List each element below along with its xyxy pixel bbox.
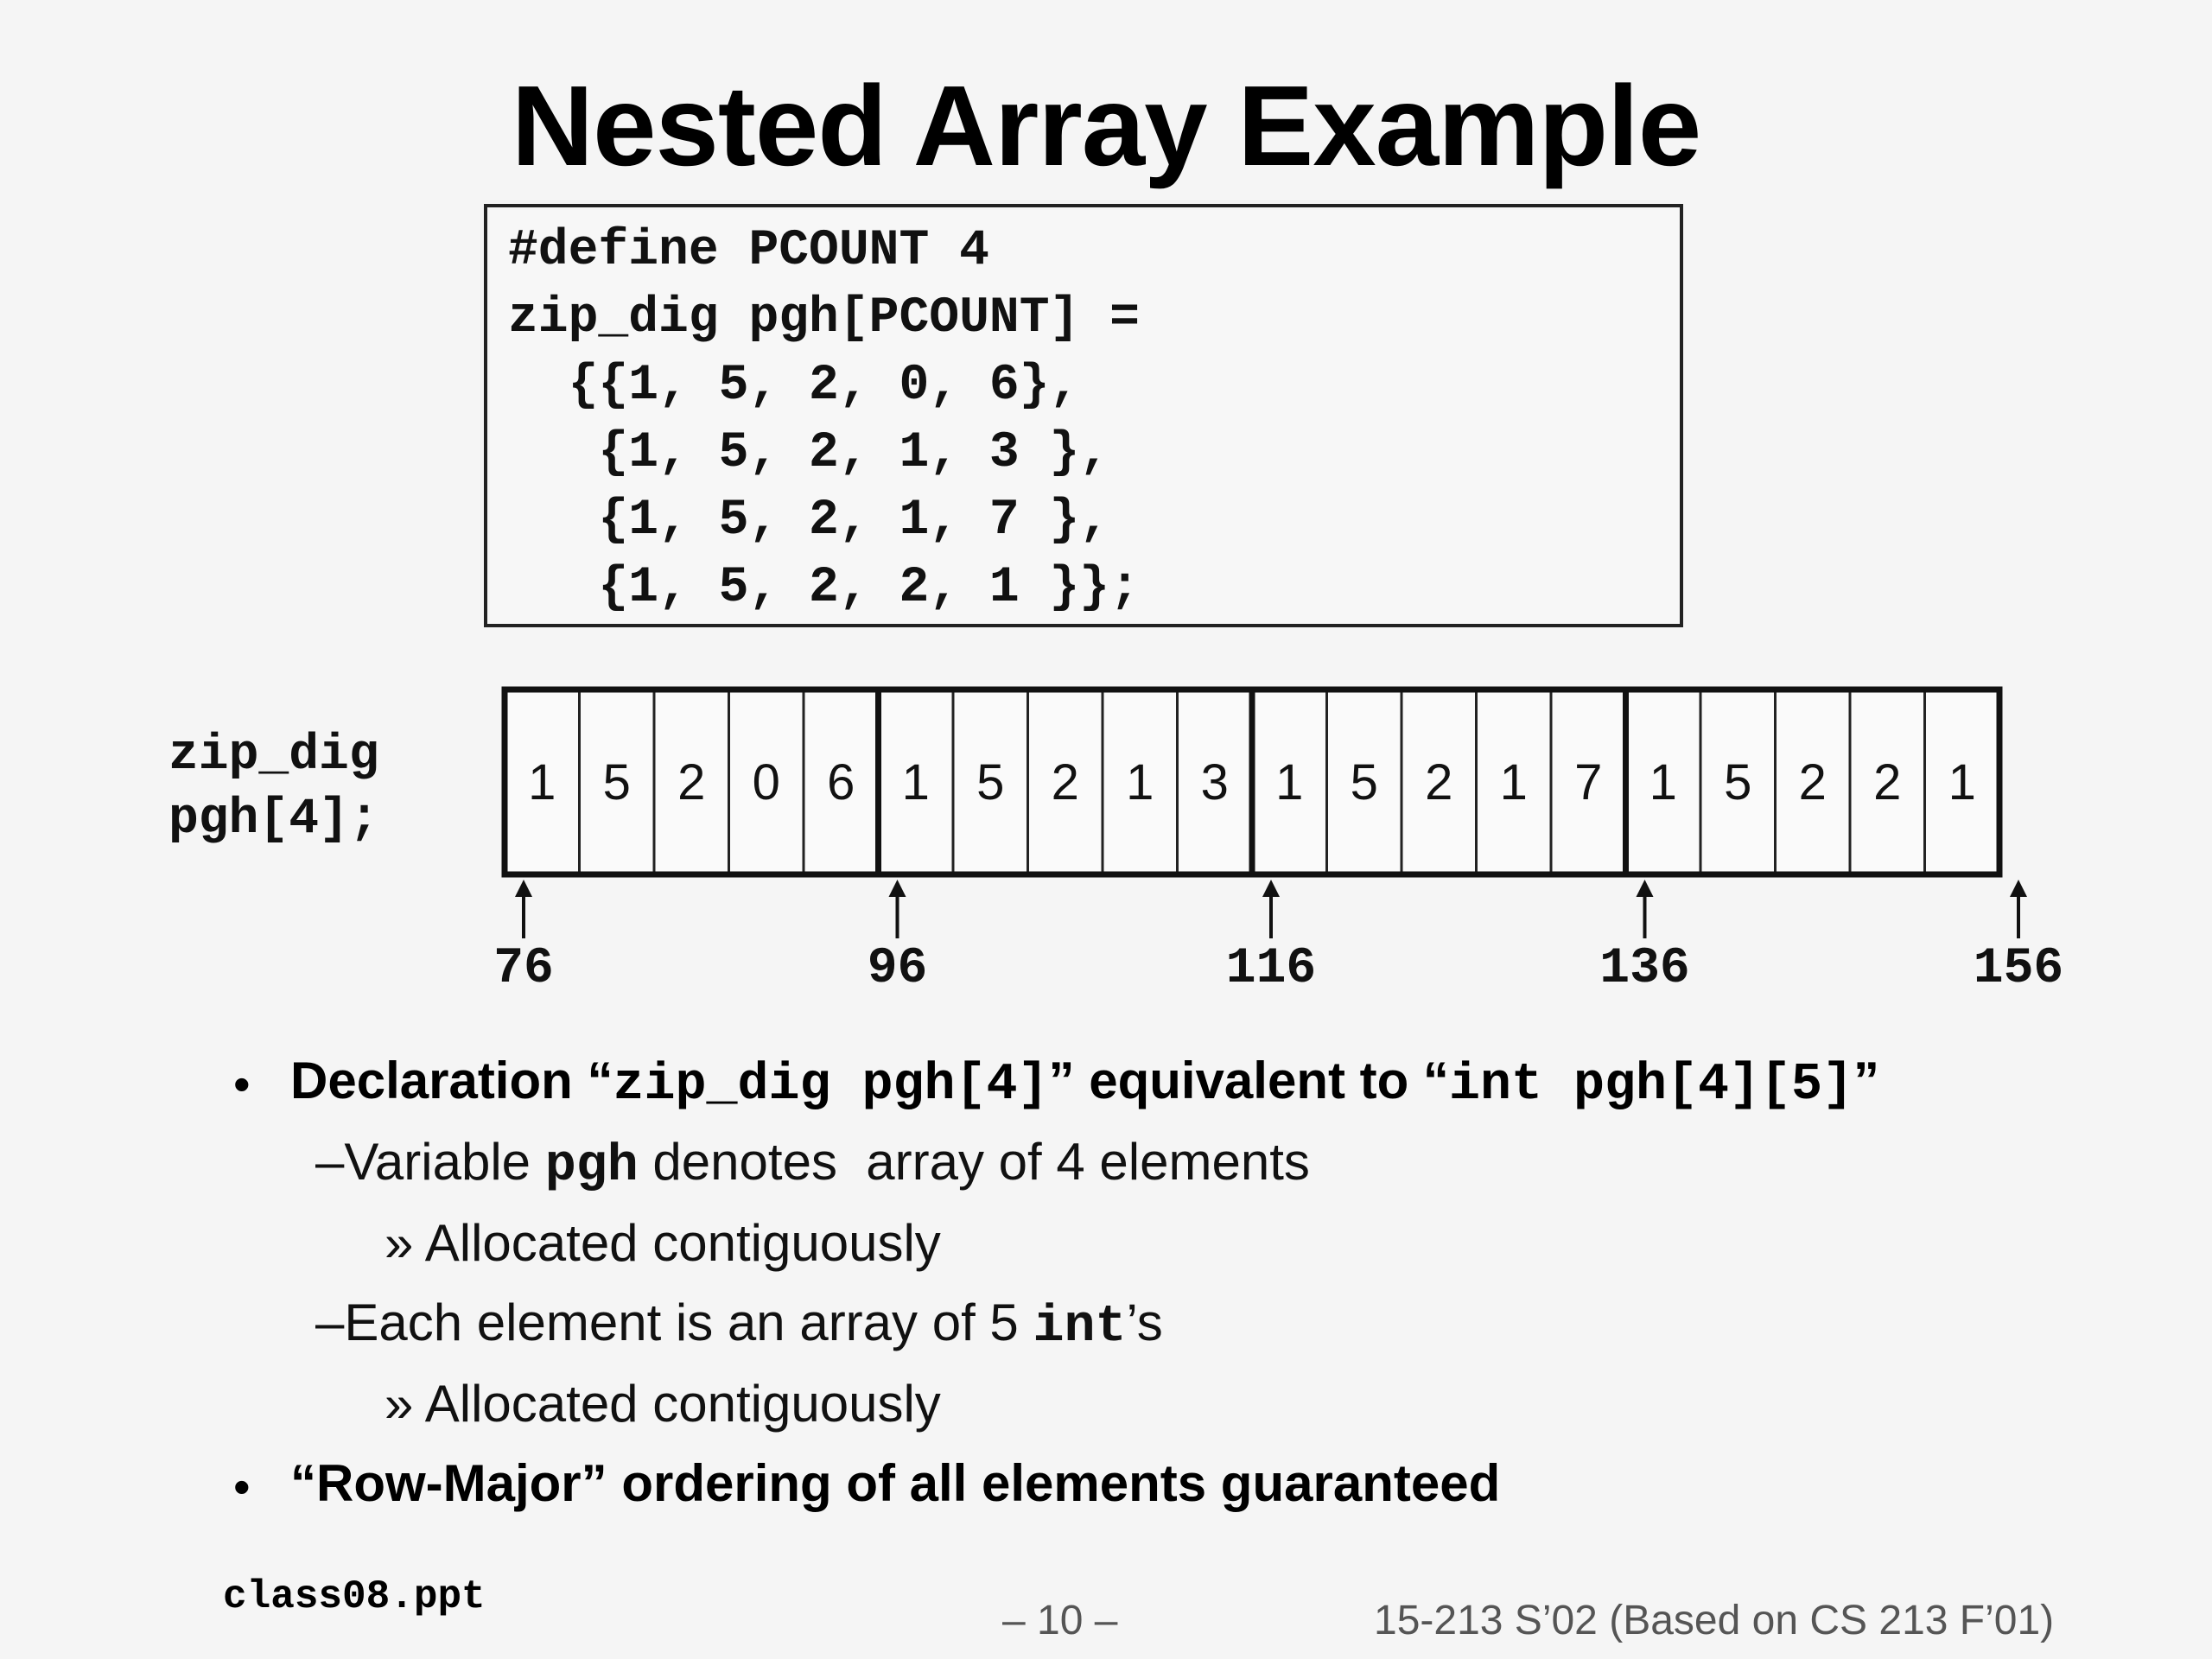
- text: ”: [1853, 1052, 1880, 1109]
- text: ’s: [1126, 1294, 1163, 1351]
- address-arrowhead: [1262, 880, 1280, 897]
- bullet-declaration: Declaration “zip_dig pgh[4]” equivalent …: [290, 1051, 1879, 1115]
- cell-value: 1: [1500, 754, 1528, 810]
- cell-value: 1: [528, 754, 556, 810]
- array-cell: [1027, 688, 1104, 876]
- array-cell: [1699, 688, 1777, 876]
- footer-filename: class08.ppt: [223, 1574, 486, 1619]
- cell-value: 1: [1649, 754, 1677, 810]
- cell-value: 5: [976, 754, 1004, 810]
- bullet-variable: –Variable pgh denotes array of 4 element…: [315, 1132, 1310, 1196]
- array-cell: [1400, 688, 1478, 876]
- slide-title: Nested Array Example: [511, 62, 1701, 189]
- cell-value: 1: [1948, 754, 1976, 810]
- bullet-row-major: “Row-Major” ordering of all elements gua…: [290, 1454, 1501, 1512]
- array-declaration: zip_dig pgh[4];: [168, 724, 379, 852]
- cell-value: 1: [1275, 754, 1303, 810]
- code-line: {1, 5, 2, 2, 1 }};: [508, 560, 1140, 616]
- address-arrowhead: [515, 880, 532, 897]
- declaration-type: zip_dig: [168, 728, 379, 784]
- cell-value: 2: [677, 754, 705, 810]
- text: Declaration “: [290, 1052, 613, 1109]
- code-text: int: [1033, 1298, 1127, 1357]
- cell-value: 5: [1724, 754, 1751, 810]
- address-label: 96: [868, 941, 928, 997]
- cell-value: 5: [603, 754, 631, 810]
- address-label: 116: [1226, 941, 1316, 997]
- address-arrowhead: [888, 880, 906, 897]
- bullet-element: –Each element is an array of 5 int’s: [315, 1293, 1163, 1357]
- row-block: [1623, 686, 2003, 878]
- address-arrowhead: [2010, 880, 2027, 897]
- address-label: 136: [1599, 941, 1689, 997]
- bullet-dot: •: [233, 1459, 251, 1514]
- cell-value: 7: [1574, 754, 1602, 810]
- array-cell: [652, 688, 730, 876]
- array-cell: [1325, 688, 1403, 876]
- array-cell: [728, 688, 805, 876]
- footer-page-number: – 10 –: [1002, 1598, 1118, 1643]
- array-cell: [877, 688, 955, 876]
- cell-value: 2: [1799, 754, 1827, 810]
- bullet-allocated-1: » Allocated contiguously: [385, 1214, 941, 1272]
- text: ” equivalent to “: [1048, 1052, 1449, 1109]
- cell-value: 6: [827, 754, 855, 810]
- address-label: 156: [1974, 941, 2063, 997]
- cell-value: 2: [1052, 754, 1079, 810]
- cell-value: 2: [1425, 754, 1452, 810]
- bullet-dot: •: [233, 1057, 251, 1111]
- code-line: zip_dig pgh[PCOUNT] =: [508, 290, 1140, 346]
- code-line: {1, 5, 2, 1, 3 },: [508, 425, 1110, 481]
- address-arrowhead: [1636, 880, 1654, 897]
- cell-value: 3: [1201, 754, 1229, 810]
- text: –Variable: [315, 1133, 545, 1191]
- code-line: #define PCOUNT 4: [508, 223, 989, 279]
- array-cell: [802, 688, 880, 876]
- text: denotes array of 4 elements: [638, 1133, 1310, 1191]
- array-cell: [951, 688, 1029, 876]
- bullet-allocated-2: » Allocated contiguously: [385, 1375, 941, 1433]
- footer-course: 15-213 S’02 (Based on CS 213 F’01): [1374, 1598, 2055, 1643]
- cell-value: 1: [1126, 754, 1154, 810]
- cell-value: 1: [902, 754, 930, 810]
- code-box: #define PCOUNT 4 zip_dig pgh[PCOUNT] = {…: [484, 204, 1683, 627]
- code-text: zip_dig pgh[4]: [613, 1056, 1049, 1115]
- cell-value: 0: [753, 754, 780, 810]
- cell-value: 2: [1873, 754, 1901, 810]
- code-line: {{1, 5, 2, 0, 6},: [508, 358, 1080, 414]
- code-line: {1, 5, 2, 1, 7 },: [508, 493, 1110, 549]
- code-text: int pgh[4][5]: [1448, 1056, 1854, 1115]
- cell-value: 5: [1351, 754, 1378, 810]
- code-text: pgh: [544, 1137, 639, 1196]
- address-label: 76: [493, 941, 554, 997]
- text: –Each element is an array of 5: [315, 1294, 1033, 1351]
- declaration-name: pgh[4];: [168, 791, 379, 848]
